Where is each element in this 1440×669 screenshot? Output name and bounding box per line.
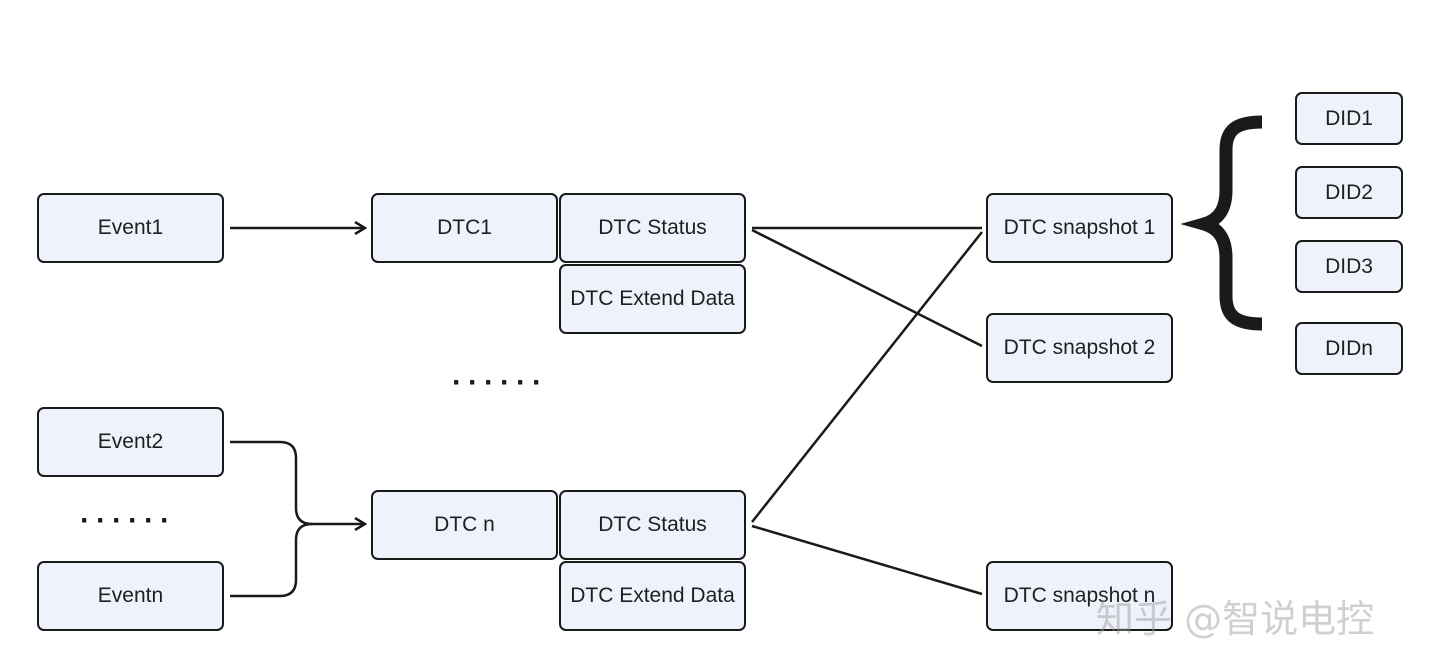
event-box-1: Event1: [37, 193, 224, 263]
event-box-n: Eventn: [37, 561, 224, 631]
link-statusn-snapn: [751, 524, 983, 596]
curly-brace: [1180, 115, 1263, 331]
did-box-2: DID2: [1295, 166, 1403, 219]
link-status1-snap2: [751, 228, 983, 348]
watermark: 知乎 @智说电控: [1096, 597, 1375, 641]
connector-eventn: [230, 522, 313, 598]
dtc-box-n: DTC n: [371, 490, 558, 560]
snapshot-box-n: DTC snapshot n: [986, 561, 1173, 631]
dtc-box-1: DTC1: [371, 193, 558, 263]
dtc-extend-box-n: DTC Extend Data: [559, 561, 746, 631]
dtc-ellipsis: ······: [452, 366, 548, 399]
link-statusn-snap1: [751, 231, 983, 523]
event-box-2: Event2: [37, 407, 224, 477]
dtc-extend-box-1: DTC Extend Data: [559, 264, 746, 334]
did-box-n: DIDn: [1295, 322, 1403, 375]
dtc-status-box-n: DTC Status: [559, 490, 746, 560]
snapshot-box-1: DTC snapshot 1: [986, 193, 1173, 263]
dtc-status-box-1: DTC Status: [559, 193, 746, 263]
events-ellipsis: ······: [80, 504, 176, 537]
did-box-3: DID3: [1295, 240, 1403, 293]
snapshot-box-2: DTC snapshot 2: [986, 313, 1173, 383]
connector-event2: [230, 440, 365, 524]
did-box-1: DID1: [1295, 92, 1403, 145]
